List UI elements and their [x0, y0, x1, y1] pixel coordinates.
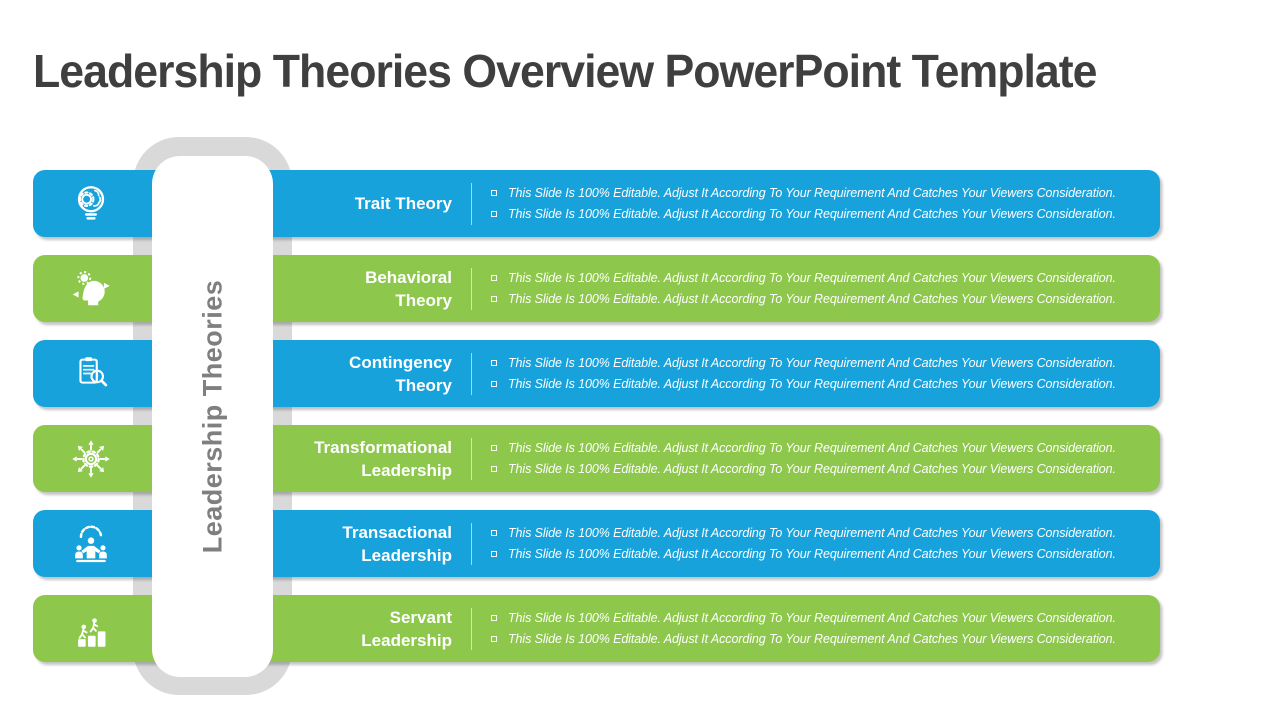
square-bullet-icon	[491, 615, 497, 621]
bullet-list: This Slide Is 100% Editable. Adjust It A…	[491, 255, 1138, 322]
bullet-item: This Slide Is 100% Editable. Adjust It A…	[491, 356, 1138, 370]
bullet-text: This Slide Is 100% Editable. Adjust It A…	[508, 207, 1116, 221]
bullet-text: This Slide Is 100% Editable. Adjust It A…	[508, 462, 1116, 476]
label-divider	[471, 267, 472, 310]
theory-label: Trait Theory	[354, 194, 452, 213]
label-divider	[471, 182, 472, 225]
label-divider	[471, 352, 472, 395]
document-magnifier-icon	[61, 340, 121, 407]
square-bullet-icon	[491, 530, 497, 536]
bullet-item: This Slide Is 100% Editable. Adjust It A…	[491, 632, 1138, 646]
bullet-text: This Slide Is 100% Editable. Adjust It A…	[508, 441, 1116, 455]
square-bullet-icon	[491, 551, 497, 557]
bullet-item: This Slide Is 100% Editable. Adjust It A…	[491, 186, 1138, 200]
head-gear-arrows-icon	[61, 255, 121, 322]
label-divider	[471, 607, 472, 650]
bullet-item: This Slide Is 100% Editable. Adjust It A…	[491, 462, 1138, 476]
bullet-text: This Slide Is 100% Editable. Adjust It A…	[508, 271, 1116, 285]
theory-label: Transactional Leadership	[342, 522, 452, 565]
bullet-list: This Slide Is 100% Editable. Adjust It A…	[491, 595, 1138, 662]
square-bullet-icon	[491, 190, 497, 196]
square-bullet-icon	[491, 445, 497, 451]
bullet-text: This Slide Is 100% Editable. Adjust It A…	[508, 377, 1116, 391]
bullet-item: This Slide Is 100% Editable. Adjust It A…	[491, 271, 1138, 285]
square-bullet-icon	[491, 466, 497, 472]
bullet-list: This Slide Is 100% Editable. Adjust It A…	[491, 425, 1138, 492]
bullet-text: This Slide Is 100% Editable. Adjust It A…	[508, 356, 1116, 370]
theory-label: Servant Leadership	[361, 607, 452, 650]
gear-radiating-arrows-icon	[61, 425, 121, 492]
bullet-item: This Slide Is 100% Editable. Adjust It A…	[491, 611, 1138, 625]
bullet-text: This Slide Is 100% Editable. Adjust It A…	[508, 186, 1116, 200]
square-bullet-icon	[491, 296, 497, 302]
team-leader-gear-icon	[61, 510, 121, 577]
bullet-text: This Slide Is 100% Editable. Adjust It A…	[508, 632, 1116, 646]
theory-label: Transformational Leadership	[314, 437, 452, 480]
bullet-text: This Slide Is 100% Editable. Adjust It A…	[508, 547, 1116, 561]
bullet-list: This Slide Is 100% Editable. Adjust It A…	[491, 510, 1138, 577]
bulb-gear-brain-icon	[61, 170, 121, 237]
bullet-list: This Slide Is 100% Editable. Adjust It A…	[491, 340, 1138, 407]
capsule-inner	[152, 156, 273, 677]
square-bullet-icon	[491, 211, 497, 217]
theory-label: Behavioral Theory	[365, 267, 452, 310]
label-divider	[471, 522, 472, 565]
square-bullet-icon	[491, 636, 497, 642]
bullet-item: This Slide Is 100% Editable. Adjust It A…	[491, 377, 1138, 391]
theory-label: Contingency Theory	[349, 352, 452, 395]
bullet-item: This Slide Is 100% Editable. Adjust It A…	[491, 207, 1138, 221]
slide-title: Leadership Theories Overview PowerPoint …	[33, 45, 1097, 97]
label-divider	[471, 437, 472, 480]
square-bullet-icon	[491, 275, 497, 281]
bullet-item: This Slide Is 100% Editable. Adjust It A…	[491, 526, 1138, 540]
bullet-text: This Slide Is 100% Editable. Adjust It A…	[508, 526, 1116, 540]
bullet-text: This Slide Is 100% Editable. Adjust It A…	[508, 611, 1116, 625]
bullet-text: This Slide Is 100% Editable. Adjust It A…	[508, 292, 1116, 306]
bullet-item: This Slide Is 100% Editable. Adjust It A…	[491, 547, 1138, 561]
bullet-list: This Slide Is 100% Editable. Adjust It A…	[491, 170, 1138, 237]
square-bullet-icon	[491, 381, 497, 387]
bullet-item: This Slide Is 100% Editable. Adjust It A…	[491, 292, 1138, 306]
figures-climbing-steps-icon	[61, 595, 121, 662]
bullet-item: This Slide Is 100% Editable. Adjust It A…	[491, 441, 1138, 455]
square-bullet-icon	[491, 360, 497, 366]
